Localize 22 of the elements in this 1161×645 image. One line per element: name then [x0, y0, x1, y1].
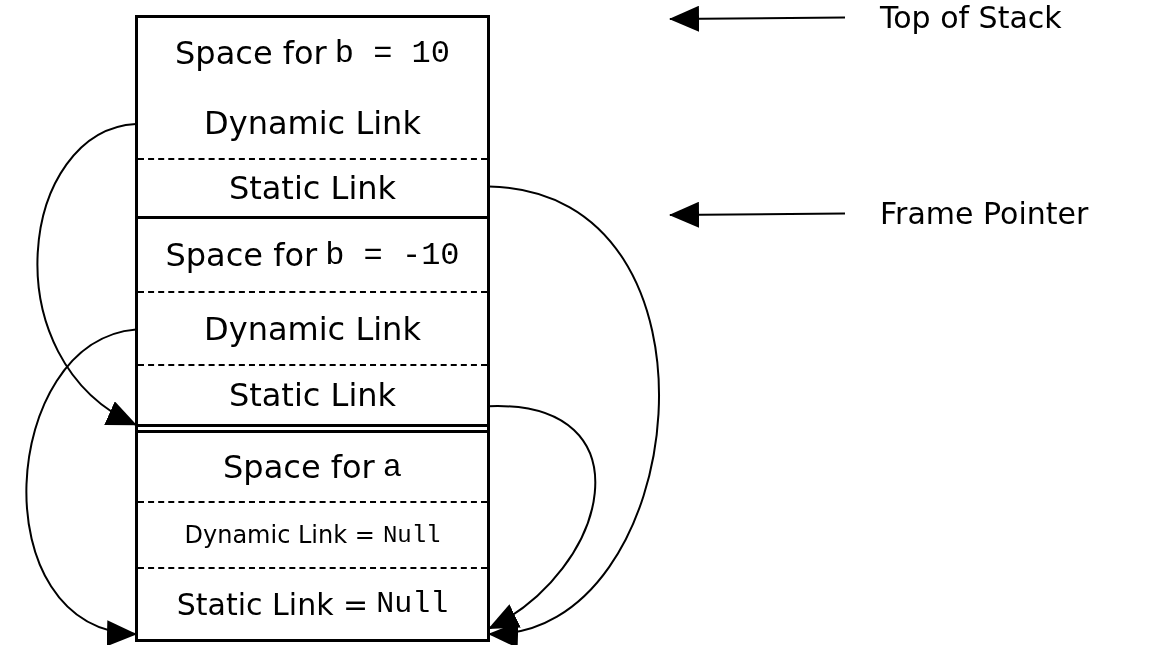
slot-label: Space for	[165, 236, 318, 274]
arrow	[488, 185, 660, 643]
slot-label: Static Link	[228, 376, 397, 414]
arrow	[488, 405, 596, 630]
pointer-label: Frame Pointer	[880, 196, 1089, 231]
arrow	[669, 201, 846, 228]
slot-value: Null	[376, 587, 449, 621]
slot-value: a	[382, 448, 402, 486]
slot-label: Dynamic Link =	[184, 521, 375, 549]
slot-value: b = 10	[334, 34, 450, 72]
slot-label: Static Link =	[176, 586, 369, 622]
pointer-label: Top of Stack	[880, 0, 1062, 35]
slot-label: Static Link	[228, 169, 397, 207]
slot-label: Dynamic Link	[204, 104, 421, 142]
slot-value: Null	[382, 521, 441, 549]
slot-label: Dynamic Link	[204, 309, 421, 348]
slot-label: Space for	[175, 34, 327, 72]
arrow	[25, 328, 137, 642]
slot-value: b = -10	[325, 236, 460, 274]
arrow	[669, 5, 846, 32]
slot-label: Space for	[223, 448, 375, 486]
arrow	[36, 123, 137, 426]
